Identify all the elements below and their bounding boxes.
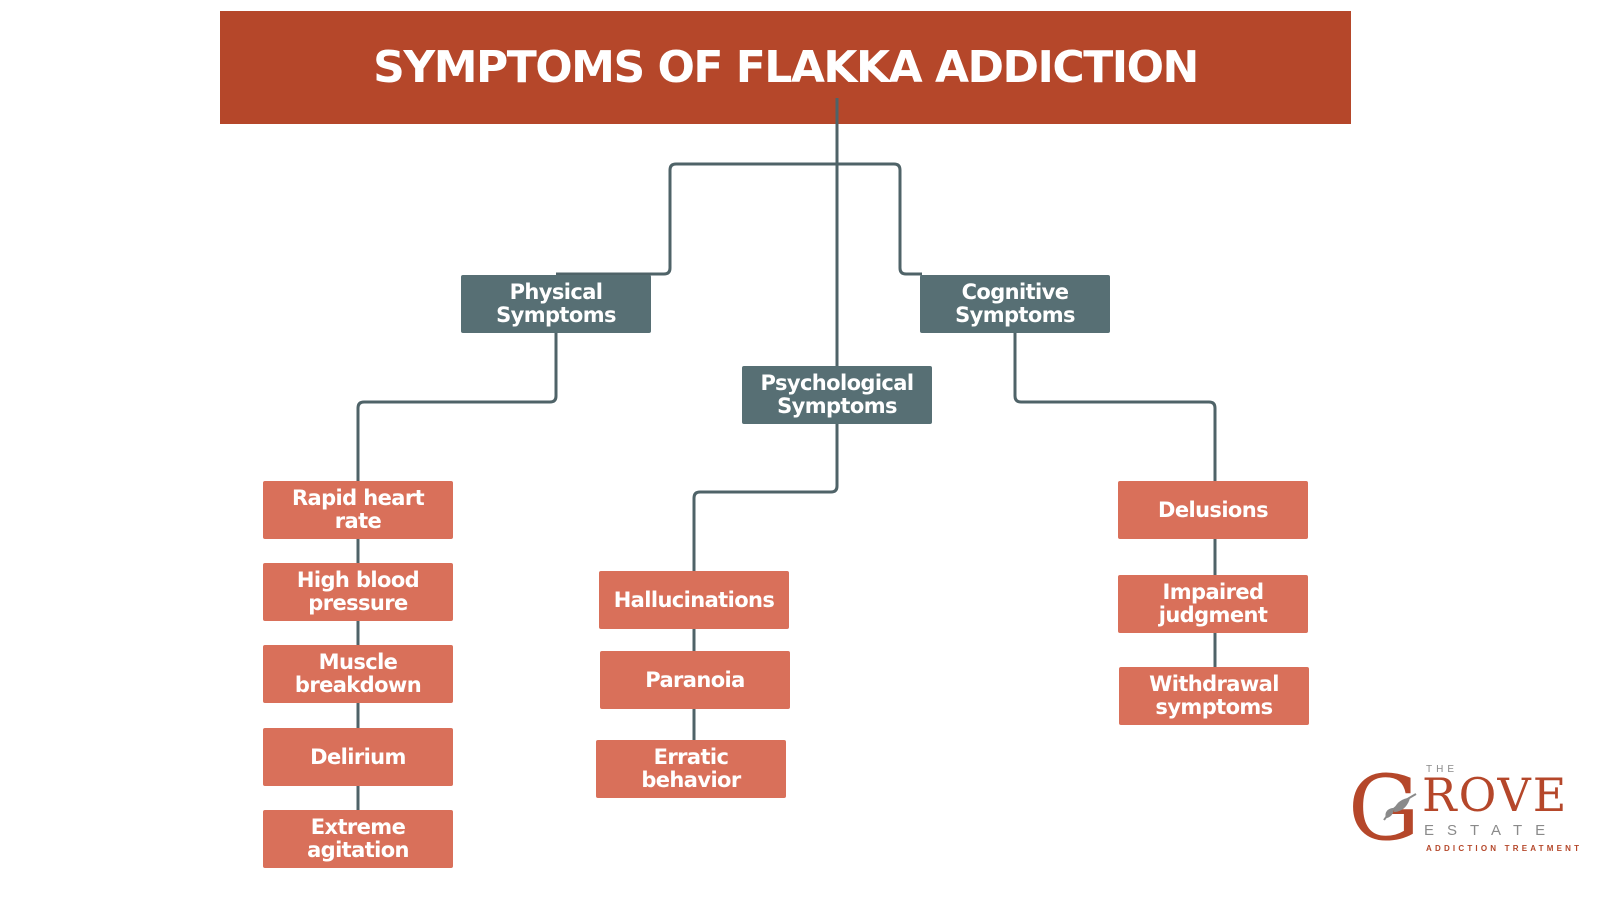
category-psychological: Psychological Symptoms: [742, 366, 932, 424]
cognitive-item-label: Withdrawal symptoms: [1149, 672, 1279, 719]
cognitive-item-label: Impaired judgment: [1158, 580, 1268, 627]
physical-item-label: Extreme agitation: [307, 815, 409, 862]
category-psychological-label: Psychological Symptoms: [760, 371, 915, 418]
connector-physical-items: [356, 332, 558, 810]
physical-item-label: Rapid heart rate: [291, 486, 425, 533]
diagram-title: SYMPTOMS OF FLAKKA ADDICTION: [373, 42, 1199, 93]
psychological-item-label: Hallucinations: [613, 587, 775, 612]
psychological-item: Erratic behavior: [596, 740, 786, 798]
logo-g-letter: G: [1348, 756, 1420, 861]
physical-item-label: Muscle breakdown: [294, 650, 422, 697]
connector-cognitive: [837, 162, 922, 276]
logo-the: THE: [1426, 764, 1458, 775]
physical-item: Delirium: [263, 728, 453, 786]
cognitive-item: Delusions: [1118, 481, 1308, 539]
psychological-item: Hallucinations: [599, 571, 789, 629]
logo-rove: ROVE: [1422, 768, 1569, 822]
connector-physical: [556, 162, 837, 276]
grove-estate-logo: G THE ROVE ESTATE ADDICTION TREATMENT: [1348, 764, 1583, 859]
physical-item: Extreme agitation: [263, 810, 453, 868]
logo-subtitle: ADDICTION TREATMENT: [1426, 844, 1583, 853]
connector-cognitive-items: [1013, 332, 1217, 700]
category-physical-label: Physical Symptoms: [496, 280, 616, 327]
physical-item-label: High blood pressure: [296, 568, 420, 615]
title-banner: SYMPTOMS OF FLAKKA ADDICTION: [220, 11, 1351, 124]
physical-item: Rapid heart rate: [263, 481, 453, 539]
cognitive-item-label: Delusions: [1158, 497, 1269, 522]
cognitive-item: Withdrawal symptoms: [1119, 667, 1309, 725]
physical-item: High blood pressure: [263, 563, 453, 621]
cognitive-item: Impaired judgment: [1118, 575, 1308, 633]
psychological-item: Paranoia: [600, 651, 790, 709]
physical-item-label: Delirium: [310, 744, 406, 769]
logo-estate: ESTATE: [1424, 822, 1559, 839]
leaf-icon: [1383, 793, 1417, 821]
physical-item: Muscle breakdown: [263, 645, 453, 703]
psychological-item-label: Erratic behavior: [641, 745, 741, 792]
psychological-item-label: Paranoia: [645, 667, 745, 692]
category-cognitive-label: Cognitive Symptoms: [955, 280, 1075, 327]
connector-psychological-items: [692, 422, 839, 770]
category-cognitive: Cognitive Symptoms: [920, 275, 1110, 333]
category-physical: Physical Symptoms: [461, 275, 651, 333]
